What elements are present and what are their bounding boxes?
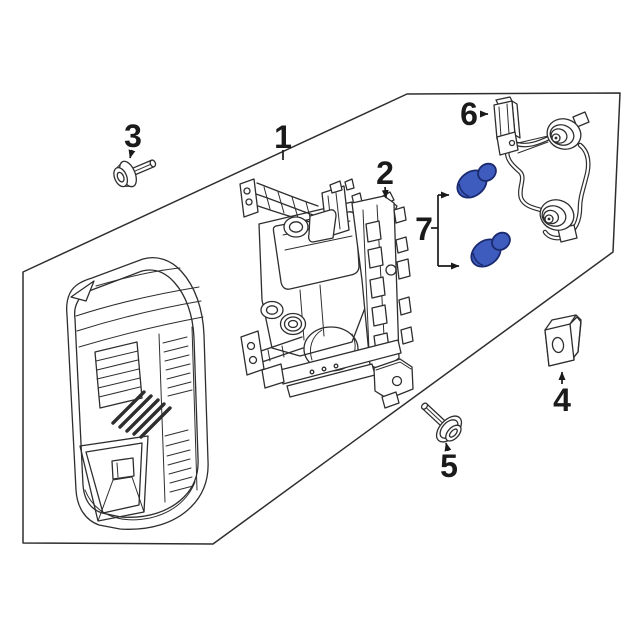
callout-2[interactable]: 2 (376, 155, 394, 199)
callout-5[interactable]: 5 (440, 442, 458, 484)
lamp-diagonal-stripes (111, 390, 172, 439)
callout-6[interactable]: 6 (460, 96, 489, 132)
harness-drawing[interactable] (493, 96, 591, 243)
callout-2-label[interactable]: 2 (376, 155, 394, 191)
bracket-assembly-drawing[interactable] (239, 178, 414, 409)
callout-5-label[interactable]: 5 (440, 448, 458, 484)
lamp-upper-slats (162, 336, 193, 397)
retainer-part-4[interactable] (544, 314, 582, 367)
lamp-fin-lines (95, 350, 141, 398)
lamp-lower-slats (164, 429, 194, 493)
callout-7[interactable]: 7 (415, 191, 460, 270)
connector-part-6[interactable] (493, 96, 521, 156)
highlighted-bulb-1[interactable] (452, 157, 502, 203)
harness-wires (504, 135, 591, 241)
callout-3[interactable]: 3 (124, 118, 142, 159)
highlighted-bulb-2[interactable] (466, 226, 516, 272)
callout-7-label[interactable]: 7 (415, 211, 433, 247)
callout-4[interactable]: 4 (553, 371, 571, 418)
bulb-socket-bottom (539, 199, 578, 243)
callout-1[interactable]: 1 (274, 119, 292, 160)
tail-lamp-lens-drawing[interactable] (65, 256, 209, 530)
callout-3-label[interactable]: 3 (124, 118, 142, 154)
callout-1-label[interactable]: 1 (274, 119, 292, 155)
callout-4-label[interactable]: 4 (553, 382, 571, 418)
callout-6-label[interactable]: 6 (460, 96, 478, 132)
bolt-part-5[interactable] (412, 393, 468, 448)
perspective-plane-border (22, 92, 621, 545)
bulb-socket-top (546, 111, 590, 150)
screw-part-3[interactable] (110, 150, 161, 192)
